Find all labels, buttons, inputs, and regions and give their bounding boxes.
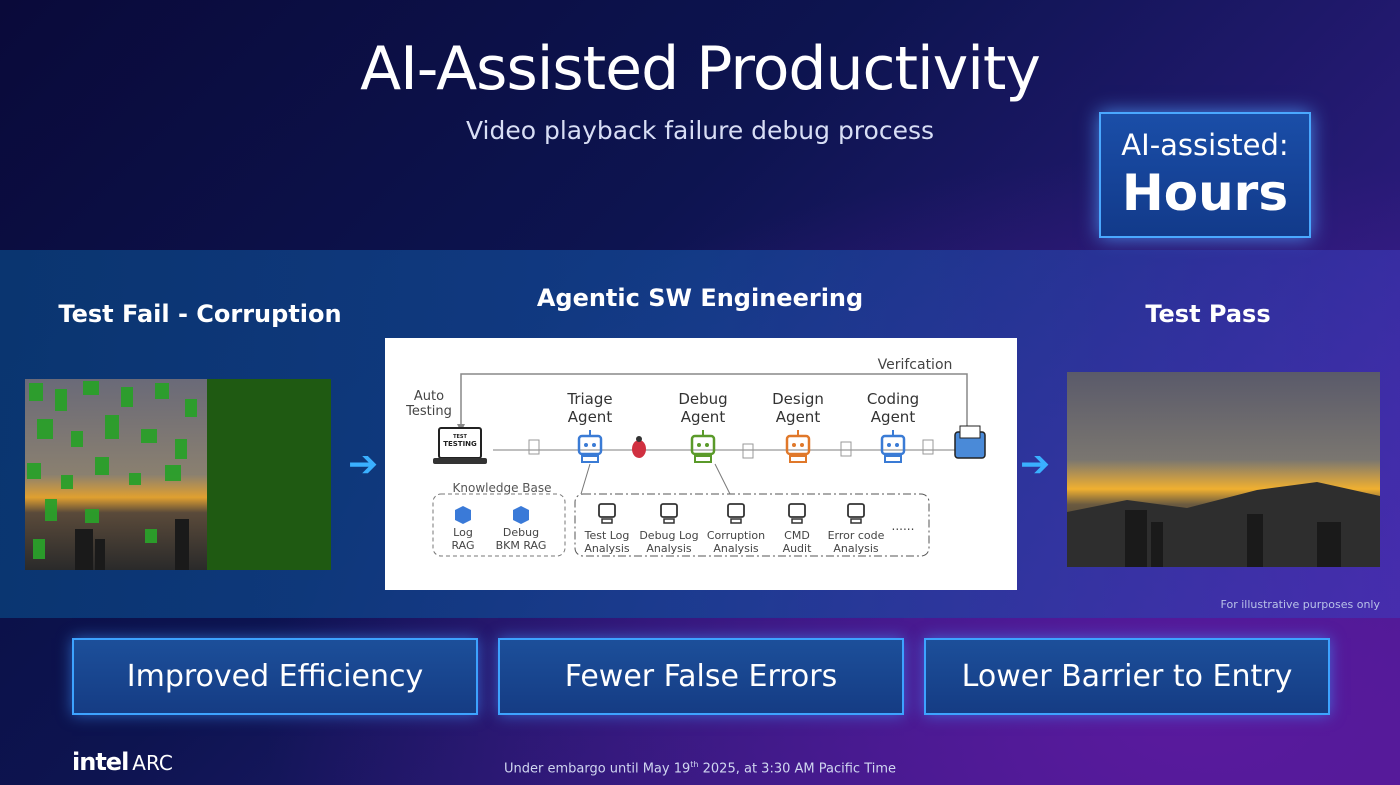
arrow-right-icon: ➔ [1020, 444, 1051, 485]
logo-product: ARC [132, 751, 173, 775]
cube-icon [455, 506, 471, 524]
ai-assisted-label: AI-assisted: [1121, 128, 1289, 162]
document-icon [922, 439, 934, 455]
subagent-line1: Error code [828, 529, 885, 542]
benefit-efficiency: Improved Efficiency [72, 638, 478, 715]
cube-icon [513, 506, 529, 524]
subagent-line2: Analysis [646, 542, 692, 555]
auto-testing-label-2: Testing [405, 404, 452, 419]
folder-icon [954, 425, 986, 459]
robot-icon [847, 503, 865, 524]
subagent-line2: Analysis [584, 542, 630, 555]
kb-item-line1: Debug [503, 526, 539, 539]
kb-item-line1: Log [453, 526, 473, 539]
agent-label-line1: Coding [867, 390, 919, 408]
agentic-heading: Agentic SW Engineering [536, 284, 864, 312]
document-icon [528, 439, 540, 455]
laptop-text: TESTING [443, 440, 477, 448]
laptop-text-small: TEST [453, 434, 467, 440]
knowledge-base-title: Knowledge Base [453, 481, 552, 495]
embargo-before: Under embargo until May 19 [503, 761, 691, 777]
embargo-note: Under embargo until May 19th 2025, at 3:… [0, 760, 1400, 776]
arrow-right-icon: ➔ [348, 444, 379, 485]
subagent-line2: Analysis [833, 542, 879, 555]
agent-label-line2: Agent [568, 408, 613, 426]
agent-label-line1: Triage [566, 390, 612, 408]
agent-label-line2: Agent [681, 408, 726, 426]
kb-item-line2: BKM RAG [496, 539, 547, 552]
test-fail-heading: Test Fail - Corruption [58, 300, 342, 328]
bug-icon [632, 436, 646, 458]
clean-frame-image [1067, 372, 1380, 567]
benefit-false-errors: Fewer False Errors [498, 638, 904, 715]
agent-label-line1: Debug [678, 390, 727, 408]
verification-label: Verifcation [878, 357, 953, 373]
subagent-line1: Corruption [707, 529, 765, 542]
robot-icon [660, 503, 678, 524]
ellipsis-text: ...... [892, 519, 915, 533]
logo-brand: intel [72, 748, 129, 776]
robot-icon [598, 503, 616, 524]
embargo-after: 2025, at 3:30 AM Pacific Time [698, 761, 897, 777]
document-icon [840, 441, 852, 457]
agent-label-line2: Agent [871, 408, 916, 426]
slide-title: AI-Assisted Productivity [360, 34, 1041, 104]
auto-testing-label-1: Auto [414, 389, 444, 404]
illustrative-note: For illustrative purposes only [1220, 598, 1380, 611]
agent-diagram: Verifcation Auto Testing TEST TESTING Tr… [385, 338, 1017, 590]
robot-icon [788, 503, 806, 524]
robot-icon [880, 430, 906, 463]
laptop-icon [433, 427, 487, 464]
kb-item-line2: RAG [451, 539, 474, 552]
robot-icon [690, 430, 716, 463]
subagent-line2: Analysis [713, 542, 759, 555]
subagent-line1: Debug Log [639, 529, 698, 542]
robot-icon [577, 430, 603, 463]
slide-subtitle: Video playback failure debug process [465, 116, 935, 145]
test-pass-heading: Test Pass [1145, 300, 1271, 328]
corrupted-frame-image [25, 379, 331, 570]
robot-icon [727, 503, 745, 524]
subagent-line2: Audit [783, 542, 813, 555]
ai-assisted-value: Hours [1121, 164, 1289, 222]
document-icon [742, 443, 754, 459]
agent-label-line2: Agent [776, 408, 821, 426]
subagent-line1: Test Log [584, 529, 630, 542]
agent-label-line1: Design [772, 390, 824, 408]
embargo-sup: th [690, 760, 699, 769]
benefit-barrier: Lower Barrier to Entry [924, 638, 1330, 715]
subagent-line1: CMD [784, 529, 810, 542]
ai-assisted-box: AI-assisted: Hours [1099, 112, 1311, 238]
robot-icon [785, 430, 811, 463]
